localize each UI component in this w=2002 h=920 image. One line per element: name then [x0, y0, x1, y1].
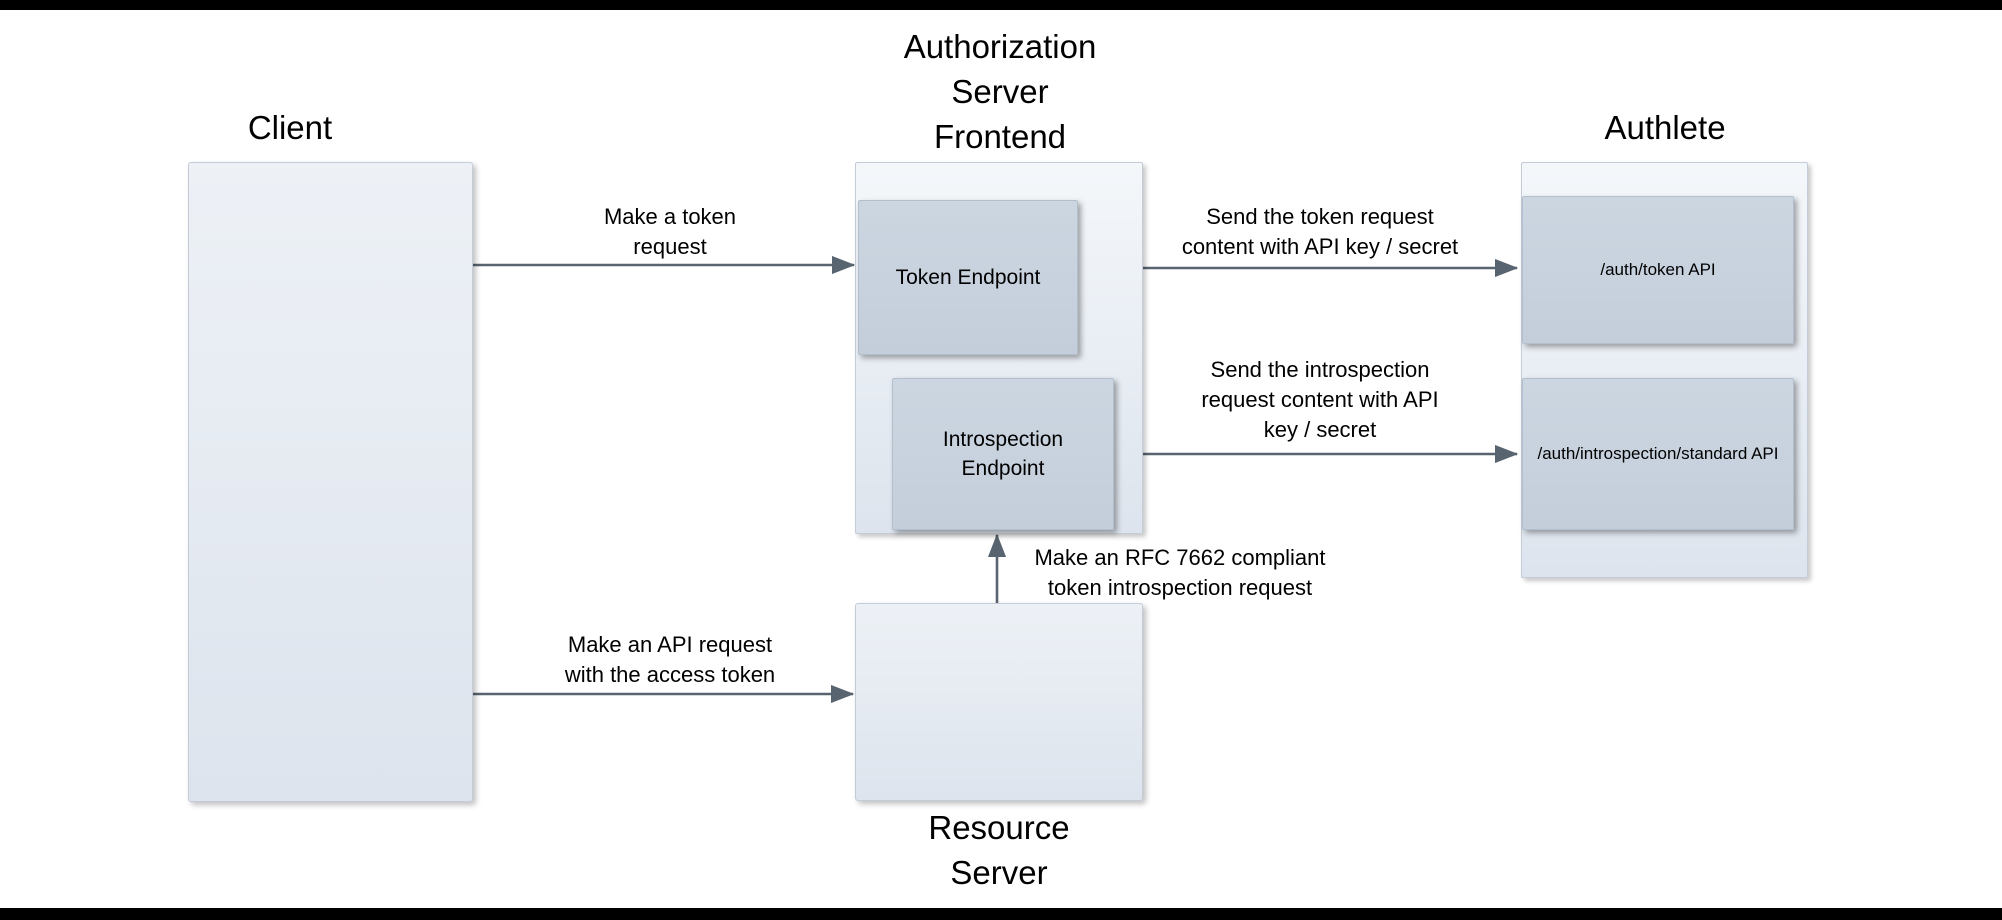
auth-introspection-api-label: /auth/introspection/standard API	[1537, 444, 1779, 463]
diagram-canvas: Client Authorization Server Frontend Tok…	[0, 10, 2002, 908]
introspection-endpoint-box[interactable]: Introspection Endpoint	[892, 378, 1114, 530]
edge-label-client-to-resource-server: Make an API request with the access toke…	[564, 632, 776, 687]
introspection-endpoint-label: Introspection Endpoint	[942, 428, 1064, 480]
client-box[interactable]	[188, 162, 473, 802]
token-endpoint-label: Token Endpoint	[895, 266, 1041, 289]
client-title: Client	[247, 109, 333, 146]
edge-label-introspection-endpoint-to-introspection-api: Send the introspection request content w…	[1201, 357, 1439, 442]
authlete-title: Authlete	[1604, 109, 1726, 146]
edge-label-resource-server-to-introspection-endpoint: Make an RFC 7662 compliant token introsp…	[1034, 545, 1326, 600]
resource-server-box[interactable]	[855, 603, 1143, 801]
edge-label-client-to-token-endpoint: Make a token request	[603, 204, 737, 259]
authorization-server-title: Authorization Server Frontend	[903, 28, 1097, 155]
resource-server-title: Resource Server	[928, 809, 1070, 891]
auth-token-api-box[interactable]: /auth/token API	[1522, 196, 1794, 344]
auth-token-api-label: /auth/token API	[1600, 260, 1716, 279]
token-endpoint-box[interactable]: Token Endpoint	[858, 200, 1078, 355]
auth-introspection-api-box[interactable]: /auth/introspection/standard API	[1522, 378, 1794, 530]
edge-label-token-endpoint-to-auth-token-api: Send the token request content with API …	[1181, 204, 1459, 259]
